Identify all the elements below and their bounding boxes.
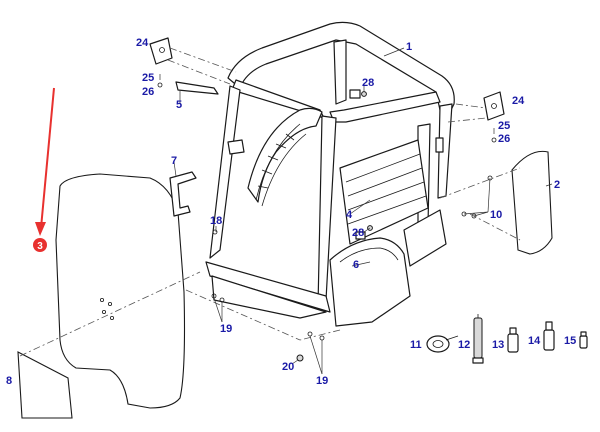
callout-badge: 3	[33, 238, 47, 252]
label-5: 5	[176, 99, 182, 111]
label-10: 10	[490, 209, 502, 221]
label-1: 1	[406, 41, 412, 53]
handrail	[169, 171, 197, 217]
arch-ribs	[257, 133, 295, 189]
bottle-13	[507, 327, 519, 353]
label-12: 12	[458, 339, 470, 351]
label-7: 7	[171, 155, 177, 167]
label-11: 11	[410, 339, 422, 351]
label-20: 20	[282, 361, 294, 373]
label-14: 14	[528, 335, 541, 347]
label-24-right: 24	[512, 95, 525, 107]
door-glass-panel	[55, 173, 186, 409]
red-callout-arrow	[35, 87, 55, 236]
callout-number: 3	[37, 241, 43, 252]
label-13: 13	[492, 339, 504, 351]
door-glass-holes	[100, 297, 115, 320]
part-labels: 1 2 4 5 6 7 8 10 11 12 13 14 15 18 19 19…	[6, 37, 576, 387]
label-28-top: 28	[362, 77, 374, 89]
leader-lines	[173, 47, 553, 375]
right-bracket	[483, 91, 505, 143]
label-26-right: 26	[498, 133, 510, 145]
label-18: 18	[210, 215, 222, 227]
label-6: 6	[353, 259, 359, 271]
label-25-left: 25	[142, 72, 154, 84]
floor-slats	[345, 153, 427, 225]
label-19-right: 19	[316, 375, 328, 387]
label-24-left: 24	[136, 37, 149, 49]
label-2: 2	[554, 179, 560, 191]
tape-roll-11	[426, 335, 459, 353]
assembly-lines	[19, 47, 521, 357]
label-15: 15	[564, 335, 576, 347]
label-8: 8	[6, 375, 12, 387]
label-19-left: 19	[220, 323, 232, 335]
bottle-14	[543, 321, 555, 351]
small-bottle-15	[579, 331, 588, 349]
cab-frame	[205, 21, 455, 327]
lower-glass-panel	[17, 351, 73, 419]
cartridge-12	[472, 314, 484, 364]
side-window-glass	[511, 150, 553, 255]
left-bracket	[149, 37, 219, 95]
label-4: 4	[346, 209, 353, 221]
label-26-left: 26	[142, 86, 154, 98]
label-25-right: 25	[498, 120, 510, 132]
label-28-bottom: 28	[352, 227, 364, 239]
